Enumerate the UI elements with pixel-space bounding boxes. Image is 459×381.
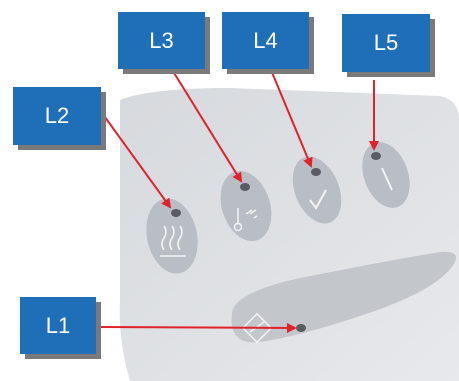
label-l2: L2 bbox=[13, 87, 101, 145]
callout-arrows bbox=[95, 67, 379, 333]
l3-button bbox=[220, 170, 272, 242]
label-l3-text: L3 bbox=[149, 27, 174, 53]
label-l5: L5 bbox=[342, 14, 430, 72]
l5-button bbox=[362, 142, 410, 208]
l2-button bbox=[146, 198, 198, 274]
label-l3: L3 bbox=[118, 12, 205, 69]
label-l1-text: L1 bbox=[45, 312, 71, 338]
l4-button bbox=[292, 156, 342, 224]
heat-waves-icon bbox=[160, 225, 186, 257]
l2-led bbox=[171, 209, 181, 217]
thermometer-icon bbox=[233, 208, 258, 232]
arrow-l2 bbox=[101, 112, 172, 209]
label-l4-text: L4 bbox=[253, 27, 278, 53]
arrow-l3 bbox=[170, 67, 243, 183]
checkmark-icon bbox=[309, 189, 327, 210]
l5-led bbox=[371, 152, 381, 160]
label-l4: L4 bbox=[222, 12, 309, 69]
label-l1: L1 bbox=[20, 297, 96, 354]
l1-led bbox=[296, 324, 306, 332]
label-l2-text: L2 bbox=[44, 103, 70, 128]
l4-led bbox=[311, 168, 321, 176]
l3-led bbox=[240, 183, 250, 191]
arrow-l4 bbox=[270, 69, 313, 168]
slash-icon bbox=[381, 167, 393, 191]
arrow-l1 bbox=[95, 322, 297, 333]
label-l5-text: L5 bbox=[373, 30, 399, 55]
